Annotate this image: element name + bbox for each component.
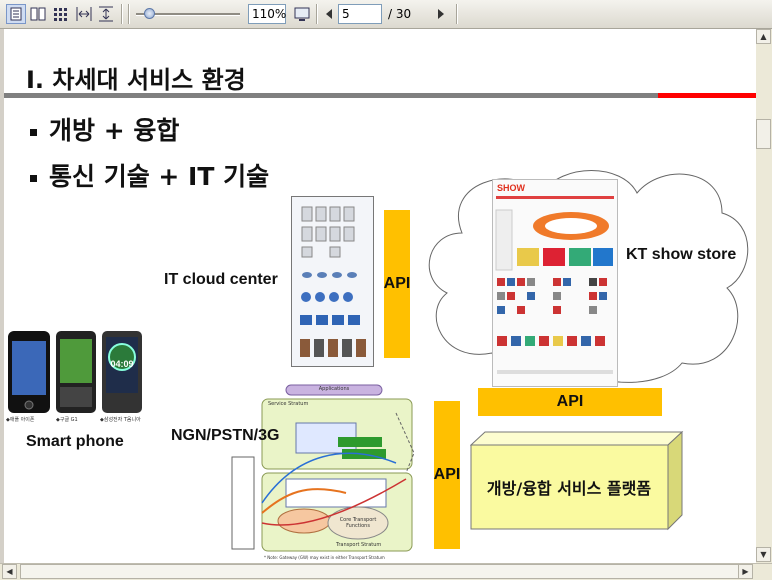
horizontal-scrollbar[interactable]: ◀ ▶ bbox=[0, 563, 772, 580]
smart-phone-label: Smart phone bbox=[26, 433, 124, 450]
horizontal-scroll-thumb[interactable] bbox=[20, 564, 752, 579]
server-rack-image bbox=[291, 196, 374, 367]
ngn-architecture-diagram: Applications Service Stratum Core Transp… bbox=[226, 383, 420, 564]
ngn-applications-text: Applications bbox=[318, 386, 350, 392]
ngn-note-text: * Note: Gateway (GW) may exist in either… bbox=[264, 555, 385, 560]
scroll-up-button[interactable]: ▲ bbox=[756, 29, 771, 44]
page-number-input[interactable]: 5 bbox=[338, 4, 382, 24]
scroll-left-button[interactable]: ◀ bbox=[2, 564, 17, 579]
phone-caption: ◆애플 아이폰 bbox=[6, 417, 35, 423]
thumbnail-view-button[interactable] bbox=[50, 4, 70, 24]
zoom-slider-track[interactable] bbox=[136, 13, 240, 16]
store-logo: SHOW bbox=[497, 183, 525, 193]
bullet-text: 개방 + 융합 bbox=[49, 116, 180, 145]
ngn-service-stratum-text: Service Stratum bbox=[268, 401, 309, 407]
ngn-diagram-illustration bbox=[231, 384, 415, 552]
bullet-item: 통신 기술 + IT 기술 bbox=[30, 157, 269, 193]
title-rule bbox=[4, 93, 658, 98]
phone-caption: ◆구글 G1 bbox=[56, 417, 78, 423]
next-page-button[interactable] bbox=[430, 4, 450, 24]
title-rule-accent bbox=[658, 93, 756, 98]
toolbar-separator bbox=[456, 4, 458, 24]
toolbar-separator bbox=[128, 4, 130, 24]
vertical-scroll-thumb[interactable] bbox=[756, 119, 771, 149]
it-cloud-center-label: IT cloud center bbox=[164, 271, 278, 288]
page-total-label: / 30 bbox=[388, 7, 412, 21]
kt-show-store-screenshot: SHOW bbox=[492, 179, 618, 387]
kt-show-store-label: KT show store bbox=[626, 246, 737, 263]
two-page-view-button[interactable] bbox=[28, 4, 48, 24]
api-label: API bbox=[383, 275, 411, 292]
servers-illustration bbox=[300, 206, 366, 357]
fit-width-button[interactable] bbox=[74, 4, 94, 24]
phones-illustration bbox=[8, 331, 142, 413]
vertical-scrollbar[interactable]: ▲ ▼ bbox=[756, 29, 772, 564]
smart-phones-image: 04:09 ◆애플 아이폰 ◆구글 G1 ◆삼성전자 T옴니아 bbox=[6, 329, 144, 427]
bullet-text: 통신 기술 + IT 기술 bbox=[49, 162, 270, 191]
ngn-transport-stratum-text: Transport Stratum bbox=[336, 542, 382, 548]
single-page-icon bbox=[10, 7, 22, 21]
bullet-square-icon bbox=[30, 128, 37, 136]
store-page-illustration bbox=[495, 196, 614, 374]
viewer-toolbar: 110% 5 / 30 bbox=[0, 0, 772, 29]
fit-height-icon bbox=[99, 6, 113, 22]
fullscreen-button[interactable] bbox=[292, 4, 312, 24]
slide-page: Ⅰ. 차세대 서비스 환경 개방 + 융합 통신 기술 + IT 기술 IT c… bbox=[4, 29, 756, 564]
scroll-down-button[interactable]: ▼ bbox=[756, 547, 771, 562]
arrow-right-icon bbox=[438, 9, 444, 19]
api-bar-store: API bbox=[478, 388, 662, 416]
api-bar-cloud: API bbox=[384, 210, 410, 358]
bullet-square-icon bbox=[30, 174, 37, 182]
platform-label: 개방/융합 서비스 플랫폼 bbox=[486, 479, 652, 498]
toolbar-separator bbox=[316, 4, 318, 24]
arrow-left-icon bbox=[326, 9, 332, 19]
platform-box-shape bbox=[470, 431, 684, 531]
zoom-input[interactable]: 110% bbox=[248, 4, 286, 24]
ngn-pstn-3g-label: NGN/PSTN/3G bbox=[171, 427, 280, 444]
phone-clock-text: 04:09 bbox=[110, 359, 134, 369]
api-label: API bbox=[433, 466, 461, 483]
monitor-icon bbox=[294, 7, 310, 21]
previous-page-button[interactable] bbox=[320, 4, 340, 24]
single-page-view-button[interactable] bbox=[6, 4, 26, 24]
zoom-slider-handle[interactable] bbox=[144, 8, 155, 19]
api-bar-network: API bbox=[434, 401, 460, 549]
two-page-icon bbox=[30, 7, 46, 21]
slide-title: Ⅰ. 차세대 서비스 환경 bbox=[26, 66, 246, 94]
fit-height-button[interactable] bbox=[96, 4, 116, 24]
scroll-right-button[interactable]: ▶ bbox=[738, 564, 753, 579]
ngn-core-transport-text: Core Transport Functions bbox=[339, 517, 377, 529]
bullet-item: 개방 + 융합 bbox=[30, 111, 179, 147]
grid-icon bbox=[54, 8, 67, 21]
toolbar-separator bbox=[121, 4, 123, 24]
api-label: API bbox=[556, 393, 584, 410]
fit-width-icon bbox=[76, 7, 92, 21]
phone-caption: ◆삼성전자 T옴니아 bbox=[100, 417, 141, 423]
